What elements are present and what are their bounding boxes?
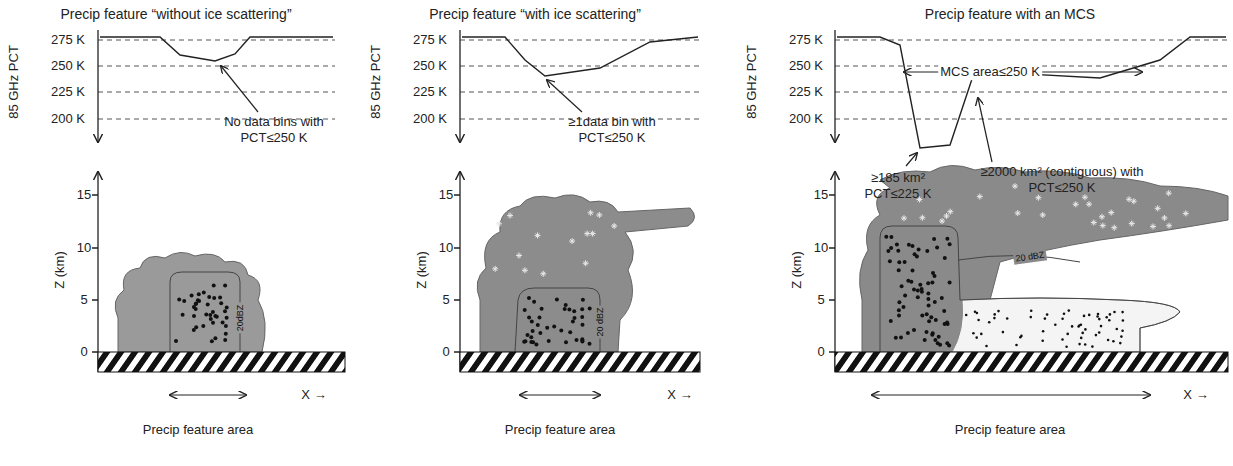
tick-label: 250 K [789,58,823,74]
tick-label: 10 [439,240,453,256]
reflectivity-contours [170,226,1180,352]
precip-dots [174,235,1124,348]
annotation: ≥1data bin with PCT≤250 K [547,114,677,145]
pct-curves [100,37,1226,148]
tick-label: 275 K [51,32,85,48]
tick-label: 225 K [51,84,85,100]
area-label: Precip feature area [505,422,616,438]
pct-gridlines [98,40,1228,119]
tick-label: 200 K [413,111,447,127]
tick-label: 0 [442,344,449,360]
axis-label: 85 GHz PCT [368,45,384,119]
tick-label: 200 K [51,111,85,127]
annotation: ≥2000 km² (contiguous) with PCT≤250 K [962,164,1162,195]
tick-label: 275 K [413,32,447,48]
tick-label: 275 K [789,32,823,48]
panel-title: Precip feature “with ice scattering” [429,6,641,23]
tick-label: 225 K [789,84,823,100]
tick-label: 250 K [413,58,447,74]
tick-label: 225 K [413,84,447,100]
tick-label: 15 [439,187,453,203]
axis-label: 85 GHz PCT [744,45,760,119]
tick-label: 200 K [789,111,823,127]
tick-label: 0 [817,344,824,360]
contour-label: 20 dBZ [595,305,606,338]
tick-label: 0 [80,344,87,360]
axis-label: X → [301,387,326,403]
contour-label: 20dBZ [235,303,246,334]
tick-label: 15 [814,187,828,203]
annotation: No data bins with PCT≤250 K [204,114,344,145]
ground-hatching [98,352,1228,372]
panel-title: Precip feature with an MCS [925,6,1095,23]
ice-particles [492,183,1189,277]
tick-label: 15 [77,187,91,203]
axis-label: Z (km) [414,251,430,289]
axis-label: 85 GHz PCT [6,45,22,119]
area-label: Precip feature area [955,422,1066,438]
axes [92,30,835,372]
tick-label: 10 [814,240,828,256]
annotation: ≥185 km² PCT≤225 K [852,170,944,201]
axis-label: Z (km) [789,251,805,289]
tick-label: 5 [817,292,824,308]
tick-label: 5 [442,292,449,308]
panel-title: Precip feature “without ice scattering” [60,6,291,23]
area-label: Precip feature area [143,422,254,438]
axis-label: X → [667,387,692,403]
tick-label: 10 [77,240,91,256]
axis-label: Z (km) [52,251,68,289]
annotation: MCS area≤250 K [938,64,1042,80]
tick-label: 250 K [51,58,85,74]
axis-label: X → [1183,387,1208,403]
tick-label: 5 [80,292,87,308]
